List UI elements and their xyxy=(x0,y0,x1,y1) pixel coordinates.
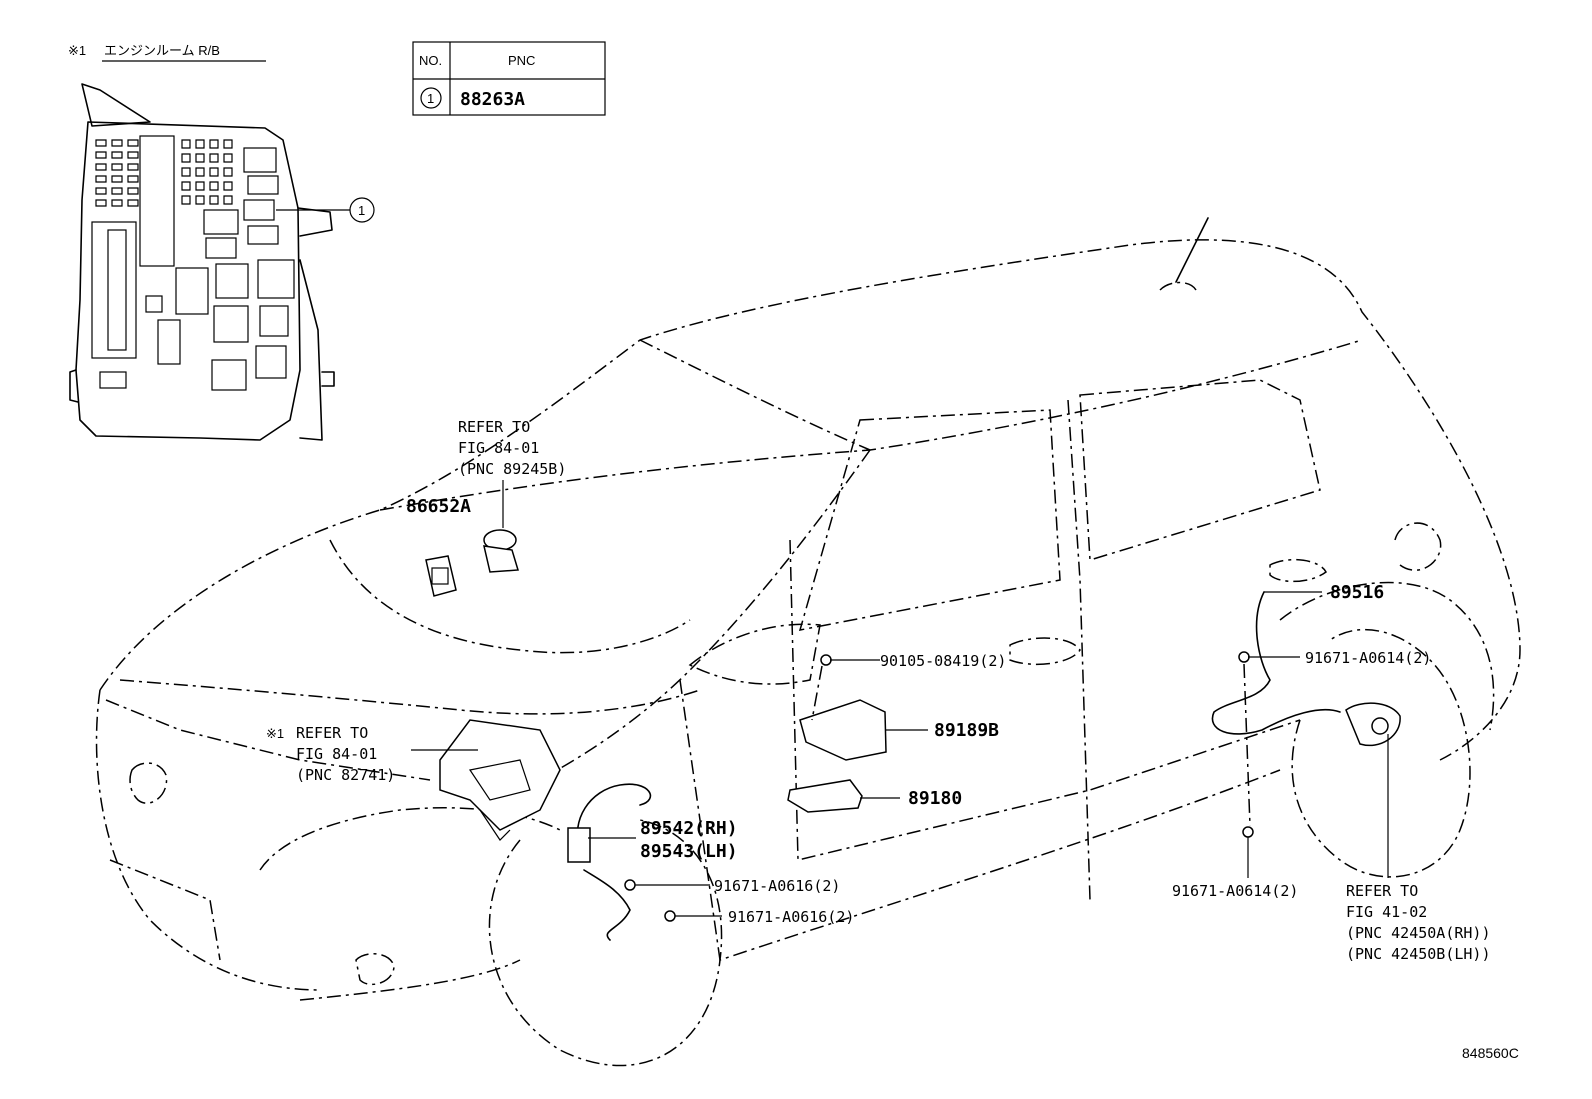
relay-block-illustration: 1 xyxy=(69,83,375,441)
note-mark: ※1 xyxy=(68,43,86,58)
refer-line-3: (PNC 82741) xyxy=(296,766,395,784)
table-row-pnc: 88263A xyxy=(460,89,525,110)
part-82741-bracket xyxy=(439,719,561,841)
label-refer-82741: ※1 REFER TO FIG 84-01 (PNC 82741) xyxy=(266,724,395,784)
refer-line-4: (PNC 42450B(LH)) xyxy=(1346,945,1491,963)
part-89180-unit xyxy=(787,779,863,813)
label-91671-A0614-upper: 91671-A0614(2) xyxy=(1305,649,1431,667)
table-header-pnc: PNC xyxy=(508,53,535,68)
part-89189B-cover xyxy=(799,699,887,761)
label-89516: 89516 xyxy=(1330,582,1384,603)
label-90105-08419: 90105-08419(2) xyxy=(880,652,1006,670)
note-text: エンジンルーム R/B xyxy=(104,43,220,58)
refer-line-3: (PNC 89245B) xyxy=(458,460,566,478)
leader-lines xyxy=(411,480,1389,917)
callout-circle xyxy=(349,197,375,223)
relay-block-note: ※1 エンジンルーム R/B xyxy=(68,43,266,62)
label-91671-A0616-lower: 91671-A0616(2) xyxy=(728,908,854,926)
table-row-no: 1 xyxy=(427,91,434,106)
refer-mark: ※1 xyxy=(266,726,284,741)
table-header-no: NO. xyxy=(419,53,442,68)
callout-number: 1 xyxy=(358,203,365,218)
refer-line-1: REFER TO xyxy=(296,724,368,742)
label-refer-89245B: REFER TO FIG 84-01 (PNC 89245B) xyxy=(458,418,566,478)
part-89245B-sensor xyxy=(483,529,519,573)
part-number-table: NO. PNC 1 88263A xyxy=(412,41,606,116)
label-refer-42450: REFER TO FIG 41-02 (PNC 42450A(RH)) (PNC… xyxy=(1346,882,1491,963)
label-91671-A0614-lower: 91671-A0614(2) xyxy=(1172,882,1298,900)
label-89189B: 89189B xyxy=(934,720,999,741)
part-89516-rear-sensor xyxy=(1211,591,1401,838)
refer-line-1: REFER TO xyxy=(1346,882,1418,900)
part-89542-height-sensor xyxy=(567,783,676,941)
vehicle-outline xyxy=(95,217,1521,1067)
refer-line-2: FIG 84-01 xyxy=(296,745,377,763)
label-89542: 89542(RH) xyxy=(640,818,738,839)
part-86652A-module xyxy=(425,555,457,597)
label-91671-A0616-upper: 91671-A0616(2) xyxy=(714,877,840,895)
figure-id: 848560C xyxy=(1462,1045,1519,1061)
refer-line-3: (PNC 42450A(RH)) xyxy=(1346,924,1491,942)
label-89180: 89180 xyxy=(908,788,962,809)
label-86652A: 86652A xyxy=(406,496,471,517)
refer-line-2: FIG 41-02 xyxy=(1346,903,1427,921)
refer-line-1: REFER TO xyxy=(458,418,530,436)
refer-line-2: FIG 84-01 xyxy=(458,439,539,457)
label-89543: 89543(LH) xyxy=(640,841,738,862)
